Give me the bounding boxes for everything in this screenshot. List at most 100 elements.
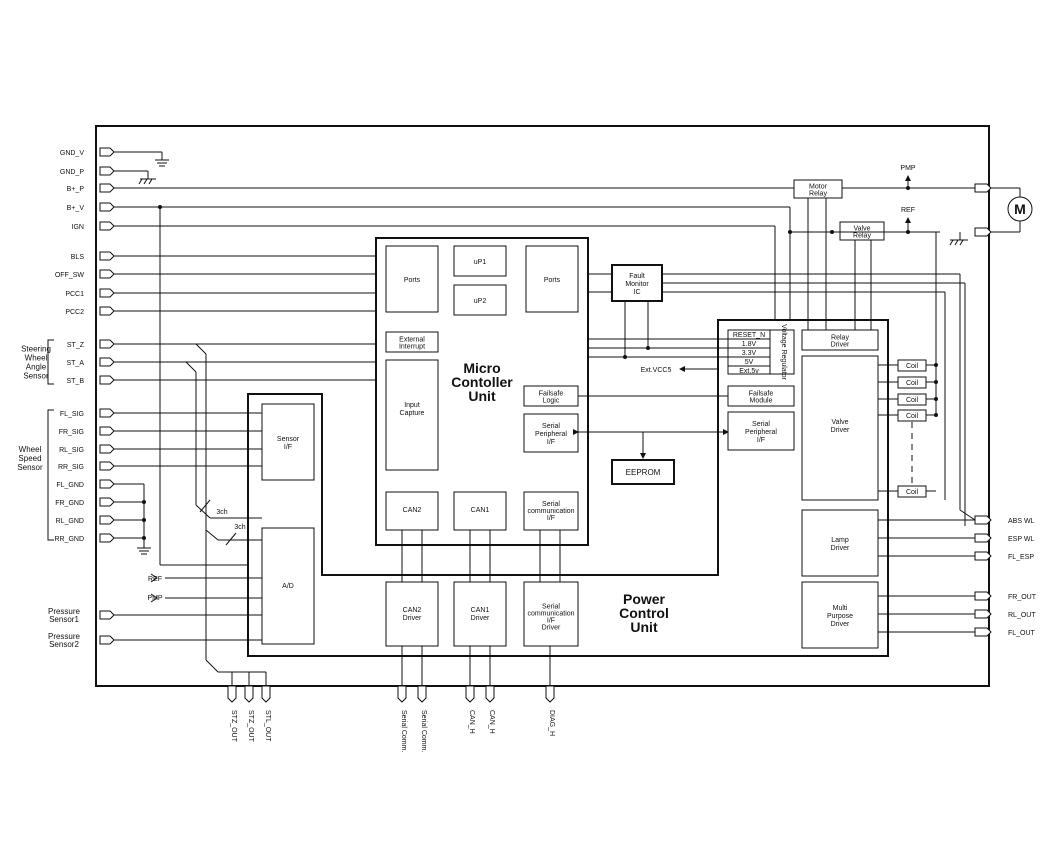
pressure-sensor1-label: Sensor1 (49, 615, 79, 624)
pcu-title: Power (623, 591, 666, 607)
pin-connector (99, 183, 115, 193)
voltage-row-label: 5V (745, 359, 754, 366)
pin-connector (99, 357, 115, 367)
pin-connector (974, 591, 992, 601)
mcu-serial-peripheral (523, 413, 579, 453)
mcu-up1-label: uP1 (474, 259, 487, 266)
pin-connector (99, 408, 115, 418)
pcu-multi-purpose-driver (801, 581, 879, 649)
valve-relay (839, 221, 885, 241)
wheel-speed-sensor-label: Speed (18, 454, 41, 463)
ch-label: 3ch (216, 509, 227, 516)
mcu-serial-comm-label: I/F (547, 515, 555, 522)
mcu-input-capture-label: Capture (400, 410, 425, 417)
coil-label: Coil (906, 489, 919, 496)
pcu-relay-driver (801, 329, 879, 351)
mcu-serial-comm-label: communication (527, 508, 574, 515)
left-pin-label: PCC1 (65, 291, 84, 298)
ref-top-label: REF (901, 207, 915, 214)
pcu-valve-driver-label: Valve (832, 419, 849, 426)
mcu-can2 (385, 491, 439, 531)
pin-connector (227, 685, 237, 703)
bottom-pin-label: CAN_H (468, 710, 475, 734)
pressure-sensor1-label: Pressure (48, 607, 81, 616)
mcu-external-interrupt-label: External (399, 337, 425, 344)
pcu-sensor-if-label: Sensor (277, 436, 300, 443)
mcu-failsafe-logic-label: Logic (543, 398, 560, 405)
pin-connector (99, 288, 115, 298)
mcu-serial-peripheral-label: Serial (542, 423, 560, 430)
motor-relay-label: Relay (809, 191, 827, 198)
right-pin-label: FL_OUT (1008, 630, 1036, 637)
pin-connector (99, 339, 115, 349)
coil-label: Coil (906, 413, 919, 420)
ext-vcc-label: Ext.VCC5 (641, 367, 672, 374)
pin-connector (485, 685, 495, 703)
pressure-sensor2-label: Sensor2 (49, 640, 79, 649)
left-pin-label: GND_P (60, 169, 84, 176)
pin-connector (465, 685, 475, 703)
pcu-title: Control (619, 605, 669, 621)
left-pin-label: RL_SIG (59, 447, 84, 454)
pcu-can1-driver (453, 581, 507, 647)
pcu-relay-driver-label: Relay (831, 335, 849, 342)
fault-monitor-label: Fault (629, 273, 645, 280)
eeprom-label: EEPROM (626, 468, 661, 477)
voltage-row-label: 1.8V (742, 341, 757, 348)
voltage-row-label: RESET_N (733, 332, 765, 339)
left-pin-label: ST_Z (67, 342, 85, 349)
voltage-regulator-label: Voltage Regulator (780, 324, 787, 380)
pcu-serial-peripheral (727, 411, 795, 451)
steering-sensor-label: Wheel (25, 354, 48, 363)
ref-label: REF (148, 576, 162, 583)
pin-connector (99, 306, 115, 316)
ground-icon (949, 232, 968, 246)
pcu-serial-peripheral-label: I/F (757, 437, 765, 444)
coil-label: Coil (906, 397, 919, 404)
steering-sensor-label: Angle (26, 363, 47, 372)
mcu-input-capture-label: Input (404, 402, 420, 409)
voltage-row-label: Ext.5v (739, 368, 759, 375)
mcu-external-interrupt (385, 331, 439, 353)
pin-connector (545, 685, 555, 703)
motor-relay-label: Motor (809, 184, 828, 191)
group-bracket (47, 339, 54, 385)
mcu-serial-peripheral-label: Peripheral (535, 431, 567, 438)
bottom-pin-label: STZ_OUT (247, 710, 254, 743)
pin-connector (99, 375, 115, 385)
pcu-can2-driver-label: CAN2 (403, 607, 422, 614)
pcu-serial-driver (523, 581, 579, 647)
pmp-label: PMP (147, 595, 163, 602)
left-pin-label: B+_V (67, 205, 85, 212)
bottom-pin-label: DIAG_H (548, 710, 555, 736)
wheel-speed-sensor-label: Wheel (19, 445, 42, 454)
pin-connector (99, 147, 115, 157)
voltage-row-label: 3.3V (742, 350, 757, 357)
left-pin-label: FL_GND (56, 482, 84, 489)
ground-icon (114, 151, 169, 167)
valve-relay-label: Valve (854, 226, 871, 233)
pcu-failsafe-module-label: Failsafe (749, 391, 774, 398)
group-bracket (47, 409, 54, 541)
mcu-up1 (453, 245, 507, 277)
left-pin-label: FR_GND (55, 500, 84, 507)
left-pin-label: PCC2 (65, 309, 84, 316)
mcu-ports-right-label: Ports (544, 277, 561, 284)
pin-connector (974, 227, 992, 237)
mcu-title: Micro (463, 360, 500, 376)
left-pin-label: GND_V (60, 150, 84, 157)
left-pin-label: FL_SIG (60, 411, 84, 418)
pcu-can1-driver-label: Driver (471, 615, 490, 622)
pin-connector (974, 627, 992, 637)
pin-connector (397, 685, 407, 703)
motor-relay (793, 179, 843, 199)
right-pin-label: RL_OUT (1008, 612, 1036, 619)
pcu-lamp-driver (801, 509, 879, 577)
pcu-multi-driver-label: Multi (833, 605, 848, 612)
valve-relay-label: Relay (853, 233, 871, 240)
right-pin-label: ABS WL (1008, 518, 1035, 525)
mcu-up2-label: uP2 (474, 298, 487, 305)
left-pin-label: BLS (71, 254, 85, 261)
